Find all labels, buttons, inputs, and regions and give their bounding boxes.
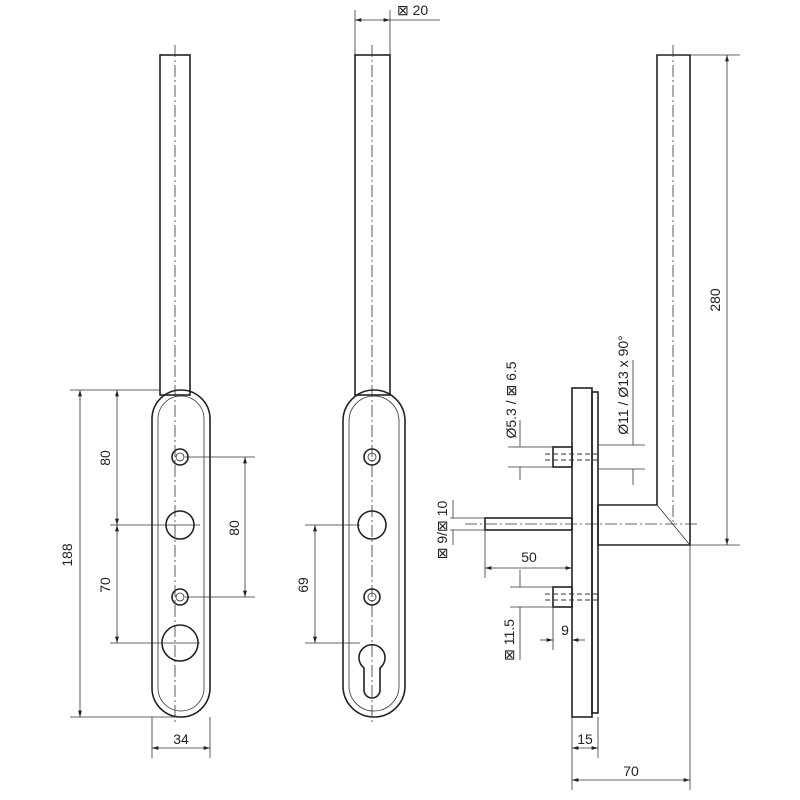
backplate — [342, 389, 406, 718]
side-view: 280 Ø5.3 / ⊠ 6.5 Ø11 / Ø13 x 90° ⊠ 9/⊠ 1… — [434, 45, 740, 790]
dim-screw-spacing: 80 — [226, 520, 242, 536]
handle-rod — [354, 54, 391, 396]
dim-plate-thickness: 15 — [577, 731, 593, 747]
screw — [552, 586, 573, 608]
cylinder-hole — [358, 643, 386, 699]
screw — [552, 446, 573, 468]
dim-spindle-size: ⊠ 9/⊠ 10 — [434, 501, 450, 560]
screw-hole — [363, 448, 381, 466]
dim-screw-head: ⊠ 11.5 — [501, 619, 517, 661]
dim-projection: 70 — [623, 763, 639, 779]
dim-rod-size: ⊠ 20 — [397, 2, 428, 18]
dim-screw-offset: 9 — [561, 622, 569, 638]
front-view: 188 80 70 80 34 — [59, 45, 255, 758]
middle-view: ⊠ 20 69 — [295, 2, 440, 725]
screw-hole — [363, 588, 381, 606]
dim-spindle-length: 50 — [521, 549, 537, 565]
dim-overall-height: 188 — [59, 543, 75, 567]
dim-cylinder-spacing: 69 — [295, 577, 311, 593]
dim-upper-spacing: 80 — [97, 450, 113, 466]
handle-rod — [597, 54, 691, 546]
dim-lower-spacing: 70 — [97, 577, 113, 593]
dim-screw-hole: Ø5.3 / ⊠ 6.5 — [503, 361, 519, 438]
backplate — [151, 389, 211, 718]
backplate — [571, 387, 593, 718]
dim-rod-length: 280 — [707, 288, 723, 312]
dim-counterbore: Ø11 / Ø13 x 90° — [615, 335, 631, 435]
dim-width: 34 — [173, 731, 189, 747]
